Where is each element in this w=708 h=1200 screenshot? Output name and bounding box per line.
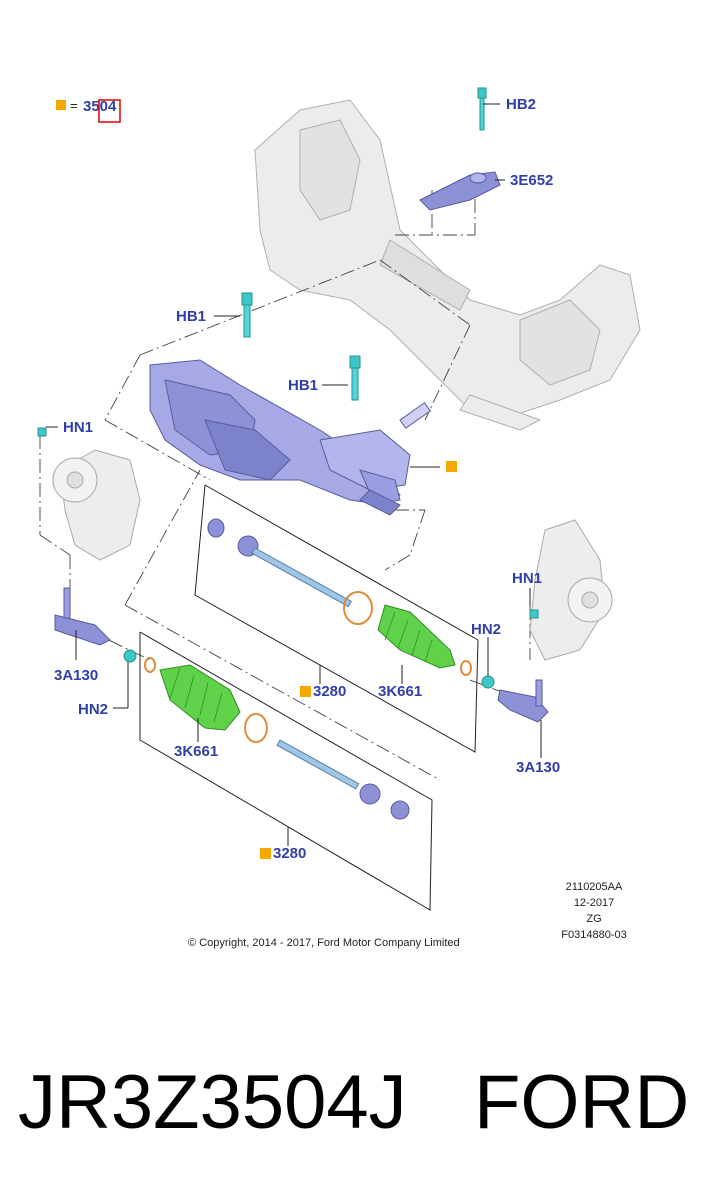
exploded-diagram: = 3504 xyxy=(37,87,641,949)
leader-lines xyxy=(46,103,542,846)
subframe xyxy=(254,99,641,431)
knuckle-left xyxy=(37,427,141,561)
meta-figure: F0314880-03 xyxy=(561,929,626,941)
hb1-bolt-upper xyxy=(241,292,253,338)
meta-date: 12-2017 xyxy=(574,897,614,909)
boot-3k661-lower xyxy=(159,664,241,731)
legend-highlight-box xyxy=(98,99,121,123)
callout-3e652[interactable]: 3E652 xyxy=(510,172,553,189)
callout-hb1-lower[interactable]: HB1 xyxy=(288,377,318,394)
knuckle-right xyxy=(529,519,613,661)
callout-3a130-left[interactable]: 3A130 xyxy=(54,667,98,684)
hn2-nut-left-icon xyxy=(123,649,137,663)
legend-equals: = xyxy=(70,98,78,113)
inner-tie-rod-lower xyxy=(276,739,410,820)
guide-lines xyxy=(39,175,531,781)
hb1-bolt-lower xyxy=(349,355,361,401)
tie-rod-end-right xyxy=(497,679,549,723)
copyright-notice: © Copyright, 2014 - 2017, Ford Motor Com… xyxy=(188,937,460,949)
callout-hn2-right[interactable]: HN2 xyxy=(471,621,501,638)
inner-tie-rod-upper xyxy=(207,518,352,608)
legend-square-icon xyxy=(56,100,66,110)
brand-name: FORD xyxy=(474,1060,689,1145)
small-clamp-lower-icon xyxy=(144,657,156,673)
hn2-nut-right-icon xyxy=(481,675,495,689)
callout-hn2-left[interactable]: HN2 xyxy=(78,701,108,718)
steering-gear xyxy=(149,359,432,516)
hn1-nut-right-icon xyxy=(529,609,539,619)
meta-code: ZG xyxy=(586,913,601,925)
hn1-nut-left-icon xyxy=(37,427,47,437)
callout-hn1-left[interactable]: HN1 xyxy=(63,419,93,436)
small-clamp-upper-icon xyxy=(460,660,472,676)
legend-code[interactable]: 3504 xyxy=(83,98,117,115)
callout-hn1-right[interactable]: HN1 xyxy=(512,570,542,587)
upper-3280-marker-icon xyxy=(300,686,311,697)
boot-clamp-lower-icon xyxy=(244,713,268,743)
group-frames xyxy=(139,484,479,911)
callout-hb2[interactable]: HB2 xyxy=(506,96,536,113)
callout-3a130-right[interactable]: 3A130 xyxy=(516,759,560,776)
boot-clamp-upper-icon xyxy=(343,591,373,625)
callout-3k661-lower[interactable]: 3K661 xyxy=(174,743,218,760)
gear-assembly-marker-icon[interactable] xyxy=(446,461,457,472)
callout-hb1-upper[interactable]: HB1 xyxy=(176,308,206,325)
boot-3k661-upper xyxy=(377,604,456,669)
footer: JR3Z3504J FORD xyxy=(18,1060,689,1145)
callout-3280-lower[interactable]: 3280 xyxy=(273,845,306,862)
hb2-bolt xyxy=(477,87,487,131)
lower-3280-marker-icon xyxy=(260,848,271,859)
bracket-3e652 xyxy=(419,171,501,211)
tie-rod-end-left xyxy=(54,587,111,646)
meta-ref: 2110205AA xyxy=(566,881,623,893)
callout-3280-upper[interactable]: 3280 xyxy=(313,683,346,700)
part-number: JR3Z3504J xyxy=(18,1060,407,1145)
callout-3k661-upper[interactable]: 3K661 xyxy=(378,683,422,700)
